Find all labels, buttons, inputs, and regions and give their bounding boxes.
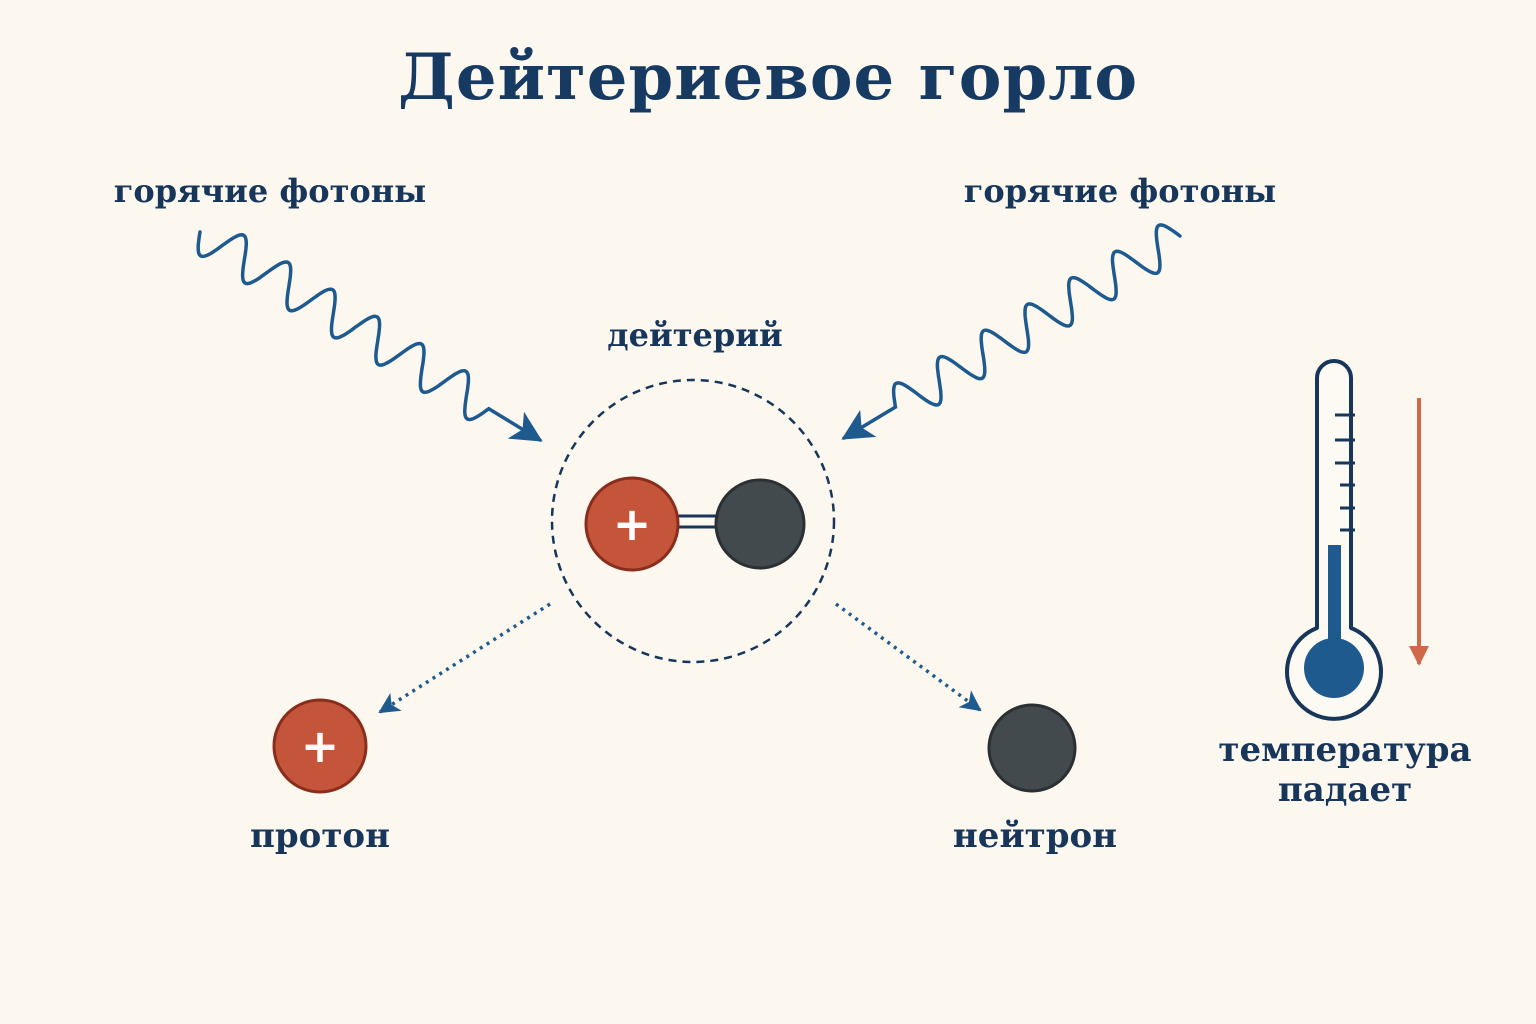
proton-label: протон	[250, 816, 390, 856]
photons-label-left: горячие фотоны	[113, 172, 427, 210]
page-title: Дейтериевое горло	[397, 40, 1139, 115]
free-proton-charge: +	[300, 719, 340, 773]
photon-wave-right	[841, 223, 1182, 440]
split-arrow-neutron	[834, 602, 982, 712]
deuterium-label: дейтерий	[607, 316, 783, 354]
photons-label-right: горячие фотоны	[963, 172, 1277, 210]
temperature-label: температура падает	[1218, 730, 1472, 810]
deuterium-proton	[584, 476, 680, 572]
nucleon-bond	[676, 514, 722, 529]
free-neutron	[987, 703, 1077, 793]
photon-wave-left	[196, 230, 543, 442]
deuterium-proton-charge: +	[612, 497, 652, 551]
deuterium-neutron	[714, 478, 806, 570]
deuterium-boundary	[550, 378, 836, 664]
free-proton	[272, 698, 368, 794]
thermometer-icon	[1285, 359, 1383, 721]
thermometer-ticks	[1335, 413, 1355, 532]
neutron-label: нейтрон	[952, 816, 1118, 856]
split-arrow-proton	[378, 602, 551, 714]
